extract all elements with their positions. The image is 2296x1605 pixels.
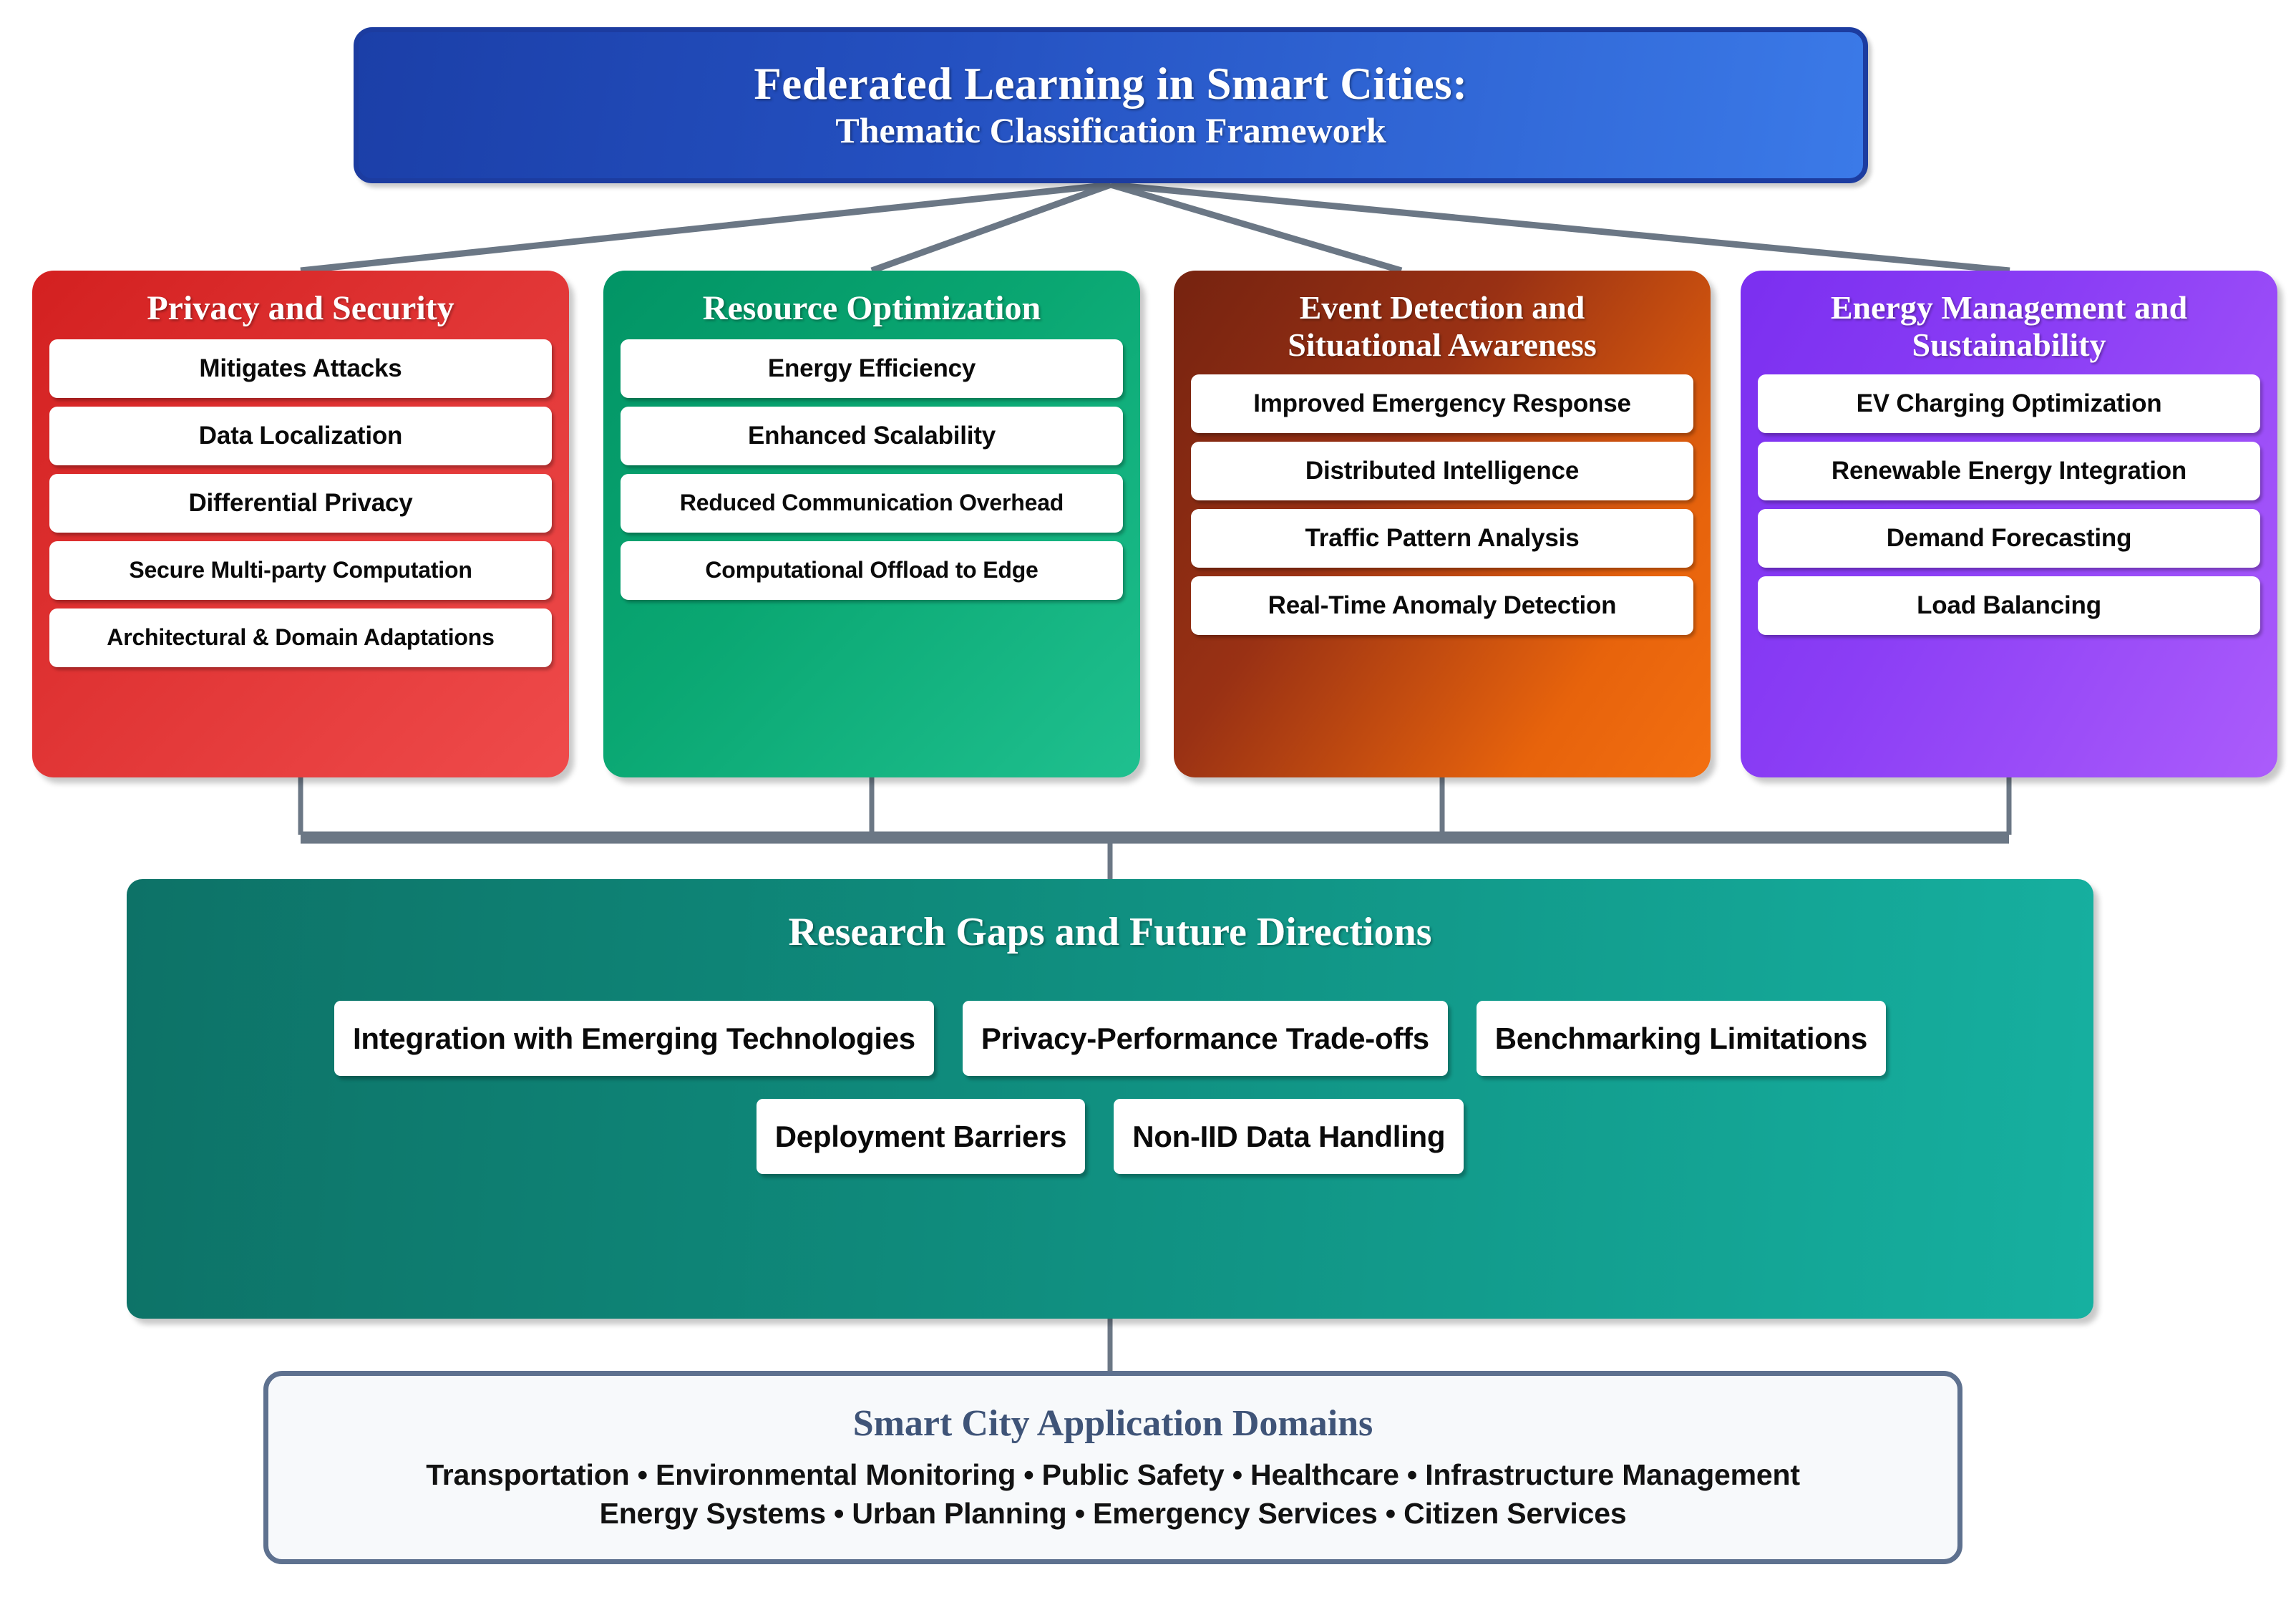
connector-title-to-energy [1110, 181, 2010, 274]
framework-title-line2: Thematic Classification Framework [835, 110, 1386, 150]
theme-item[interactable]: Enhanced Scalability [621, 406, 1123, 465]
theme-item-label: Mitigates Attacks [199, 354, 402, 382]
theme-title-event-detection: Event Detection and Situational Awarenes… [1191, 289, 1693, 363]
theme-title-privacy-and-security: Privacy and Security [147, 289, 454, 327]
theme-item[interactable]: Renewable Energy Integration [1758, 442, 2260, 501]
theme-item[interactable]: Distributed Intelligence [1191, 442, 1693, 501]
research-gap-item[interactable]: Deployment Barriers [756, 1099, 1086, 1174]
theme-item[interactable]: Demand Forecasting [1758, 509, 2260, 568]
theme-item[interactable]: EV Charging Optimization [1758, 374, 2260, 434]
theme-items-privacy-and-security: Mitigates Attacks Data Localization Diff… [49, 339, 552, 667]
theme-item-label: Load Balancing [1917, 591, 2101, 620]
theme-item-label: Improved Emergency Response [1253, 389, 1631, 418]
connector-title-to-resource [870, 181, 1112, 274]
theme-item[interactable]: Reduced Communication Overhead [621, 473, 1123, 533]
theme-item-label: Secure Multi-party Computation [129, 557, 472, 583]
research-gaps-row-2: Deployment Barriers Non-IID Data Handlin… [127, 1099, 2093, 1174]
theme-item[interactable]: Data Localization [49, 406, 552, 465]
research-gap-label: Privacy-Performance Trade-offs [981, 1021, 1429, 1055]
theme-title-line2: Sustainability [1912, 326, 2106, 363]
theme-item-label: Distributed Intelligence [1305, 457, 1580, 485]
theme-item-label: Data Localization [198, 421, 403, 450]
theme-item-label: EV Charging Optimization [1856, 389, 2162, 418]
theme-item-label: Demand Forecasting [1886, 524, 2132, 553]
research-gaps-row-1: Integration with Emerging Technologies P… [127, 1001, 2093, 1076]
theme-item[interactable]: Computational Offload to Edge [621, 540, 1123, 600]
connector-title-to-privacy [300, 181, 1111, 274]
research-gap-label: Deployment Barriers [774, 1119, 1067, 1153]
theme-title-resource-optimization: Resource Optimization [702, 289, 1041, 327]
research-gap-item[interactable]: Privacy-Performance Trade-offs [962, 1001, 1448, 1076]
research-gap-item[interactable]: Benchmarking Limitations [1476, 1001, 1887, 1076]
theme-item[interactable]: Improved Emergency Response [1191, 374, 1693, 434]
theme-item-label: Differential Privacy [188, 488, 413, 517]
research-gap-item[interactable]: Non-IID Data Handling [1114, 1099, 1464, 1174]
research-gap-label: Integration with Emerging Technologies [352, 1021, 915, 1055]
application-domains-title: Smart City Application Domains [852, 1403, 1373, 1445]
application-domains-line-2: Energy Systems • Urban Planning • Emerge… [599, 1496, 1627, 1530]
theme-panel-energy-management[interactable]: Energy Management and Sustainability EV … [1741, 271, 2277, 777]
theme-item[interactable]: Real-Time Anomaly Detection [1191, 576, 1693, 636]
framework-title-line1: Federated Learning in Smart Cities: [754, 59, 1468, 110]
theme-item-label: Traffic Pattern Analysis [1305, 524, 1580, 553]
theme-items-energy-management: EV Charging Optimization Renewable Energ… [1758, 374, 2260, 636]
theme-title-line1: Event Detection and [1299, 289, 1585, 326]
theme-title-line1: Energy Management and [1830, 289, 2188, 326]
research-gap-item[interactable]: Integration with Emerging Technologies [334, 1001, 934, 1076]
research-gaps-box: Research Gaps and Future Directions Inte… [127, 879, 2093, 1319]
theme-item[interactable]: Secure Multi-party Computation [49, 540, 552, 600]
theme-items-event-detection: Improved Emergency Response Distributed … [1191, 374, 1693, 636]
theme-item[interactable]: Mitigates Attacks [49, 339, 552, 398]
theme-item[interactable]: Load Balancing [1758, 576, 2260, 636]
connector-title-to-event [1109, 181, 1403, 274]
theme-item[interactable]: Traffic Pattern Analysis [1191, 509, 1693, 568]
theme-panel-event-detection[interactable]: Event Detection and Situational Awarenes… [1174, 271, 1711, 777]
theme-item[interactable]: Architectural & Domain Adaptations [49, 608, 552, 667]
theme-item-label: Computational Offload to Edge [705, 557, 1038, 583]
theme-item-label: Renewable Energy Integration [1831, 457, 2187, 485]
application-domains-box: Smart City Application Domains Transport… [263, 1371, 1962, 1564]
research-gap-label: Non-IID Data Handling [1132, 1119, 1446, 1153]
application-domains-line-1: Transportation • Environmental Monitorin… [426, 1458, 1800, 1492]
theme-items-resource-optimization: Energy Efficiency Enhanced Scalability R… [621, 339, 1123, 600]
research-gap-label: Benchmarking Limitations [1494, 1021, 1868, 1055]
theme-panel-resource-optimization[interactable]: Resource Optimization Energy Efficiency … [603, 271, 1140, 777]
theme-panel-privacy-and-security[interactable]: Privacy and Security Mitigates Attacks D… [32, 271, 569, 777]
theme-item-label: Energy Efficiency [767, 354, 976, 382]
theme-item-label: Enhanced Scalability [747, 421, 996, 450]
theme-item-label: Reduced Communication Overhead [679, 490, 1064, 516]
theme-item-label: Architectural & Domain Adaptations [107, 624, 495, 651]
theme-item[interactable]: Differential Privacy [49, 473, 552, 533]
theme-title-energy-management: Energy Management and Sustainability [1758, 289, 2260, 363]
theme-title-line2: Situational Awareness [1288, 326, 1597, 363]
theme-item-label: Real-Time Anomaly Detection [1268, 591, 1617, 620]
research-gaps-title: Research Gaps and Future Directions [788, 910, 1432, 954]
theme-item[interactable]: Energy Efficiency [621, 339, 1123, 398]
framework-title-box: Federated Learning in Smart Cities: Them… [354, 27, 1868, 183]
